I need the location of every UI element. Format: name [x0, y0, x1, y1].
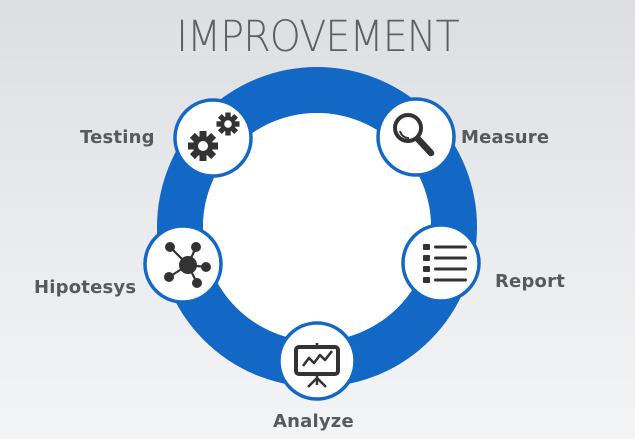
node-analyze[interactable]	[277, 321, 357, 401]
label-measure: Measure	[461, 127, 550, 148]
network-hub-icon	[164, 242, 211, 288]
label-report: Report	[495, 271, 566, 292]
presentation-chart-icon	[294, 343, 340, 388]
node-report[interactable]	[401, 223, 481, 303]
node-measure[interactable]	[376, 97, 456, 177]
node-testing[interactable]	[173, 98, 253, 178]
magnifier-icon	[393, 113, 435, 157]
label-hipotesys: Hipotesys	[34, 277, 137, 298]
label-analyze: Analyze	[273, 411, 354, 432]
label-testing: Testing	[80, 127, 155, 148]
ring-center	[203, 113, 431, 341]
list-icon	[423, 244, 467, 283]
gears-icon	[188, 112, 240, 161]
node-hipotesys[interactable]	[143, 224, 223, 304]
page-title: IMPROVEMENT	[176, 12, 459, 62]
